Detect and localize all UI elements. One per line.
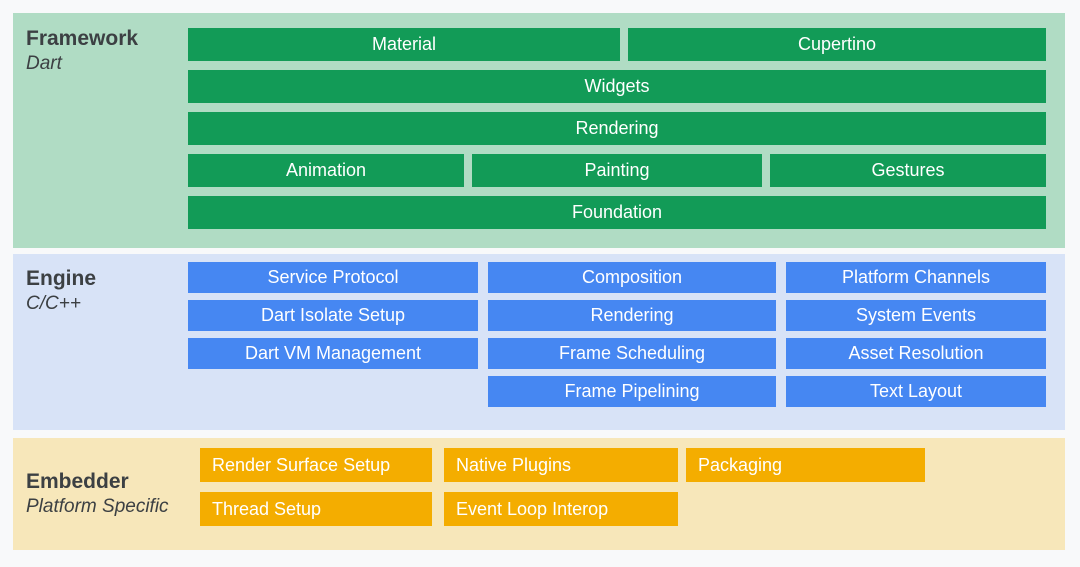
block-animation: Animation bbox=[188, 154, 464, 187]
block-system-events: System Events bbox=[786, 300, 1046, 331]
block-engine-rendering: Rendering bbox=[488, 300, 776, 331]
block-render-surface-setup: Render Surface Setup bbox=[200, 448, 432, 482]
block-painting: Painting bbox=[472, 154, 762, 187]
block-text-layout: Text Layout bbox=[786, 376, 1046, 407]
engine-layer-label: Engine C/C++ bbox=[26, 266, 96, 316]
engine-column: Service Protocol Dart Isolate Setup Dart… bbox=[188, 262, 478, 407]
engine-layer-panel: Engine C/C++ Service Protocol Dart Isola… bbox=[13, 254, 1065, 430]
framework-subtitle: Dart bbox=[26, 53, 62, 75]
framework-row: Material Cupertino bbox=[188, 28, 1046, 61]
embedder-blocks: Render Surface Setup Native Plugins Pack… bbox=[200, 448, 1058, 526]
block-frame-pipelining: Frame Pipelining bbox=[488, 376, 776, 407]
framework-title: Framework bbox=[26, 27, 139, 50]
engine-blocks: Service Protocol Dart Isolate Setup Dart… bbox=[188, 262, 1046, 407]
block-packaging: Packaging bbox=[686, 448, 925, 482]
framework-row: Rendering bbox=[188, 112, 1046, 145]
block-asset-resolution: Asset Resolution bbox=[786, 338, 1046, 369]
embedder-layer-panel: Embedder Platform Specific Render Surfac… bbox=[13, 438, 1065, 550]
block-thread-setup: Thread Setup bbox=[200, 492, 432, 526]
block-widgets: Widgets bbox=[188, 70, 1046, 103]
framework-layer-label: Framework Dart bbox=[26, 26, 138, 76]
block-event-loop-interop: Event Loop Interop bbox=[444, 492, 678, 526]
embedder-row: Render Surface Setup Native Plugins Pack… bbox=[200, 448, 1058, 482]
engine-title: Engine bbox=[26, 267, 97, 290]
framework-row: Widgets bbox=[188, 70, 1046, 103]
block-rendering: Rendering bbox=[188, 112, 1046, 145]
engine-column: Platform Channels System Events Asset Re… bbox=[786, 262, 1046, 407]
block-gestures: Gestures bbox=[770, 154, 1046, 187]
framework-blocks: Material Cupertino Widgets Rendering Ani… bbox=[188, 28, 1046, 229]
embedder-title: Embedder bbox=[26, 470, 129, 493]
embedder-row: Thread Setup Event Loop Interop bbox=[200, 492, 1058, 526]
block-frame-scheduling: Frame Scheduling bbox=[488, 338, 776, 369]
block-dart-isolate-setup: Dart Isolate Setup bbox=[188, 300, 478, 331]
engine-subtitle: C/C++ bbox=[26, 293, 81, 315]
block-cupertino: Cupertino bbox=[628, 28, 1046, 61]
block-dart-vm-management: Dart VM Management bbox=[188, 338, 478, 369]
engine-column: Composition Rendering Frame Scheduling F… bbox=[488, 262, 776, 407]
block-material: Material bbox=[188, 28, 620, 61]
block-native-plugins: Native Plugins bbox=[444, 448, 678, 482]
block-service-protocol: Service Protocol bbox=[188, 262, 478, 293]
embedder-layer-label: Embedder Platform Specific bbox=[26, 469, 169, 519]
embedder-subtitle: Platform Specific bbox=[26, 496, 169, 518]
framework-row: Foundation bbox=[188, 196, 1046, 229]
block-composition: Composition bbox=[488, 262, 776, 293]
block-foundation: Foundation bbox=[188, 196, 1046, 229]
framework-row: Animation Painting Gestures bbox=[188, 154, 1046, 187]
block-platform-channels: Platform Channels bbox=[786, 262, 1046, 293]
framework-layer-panel: Framework Dart Material Cupertino Widget… bbox=[13, 13, 1065, 248]
